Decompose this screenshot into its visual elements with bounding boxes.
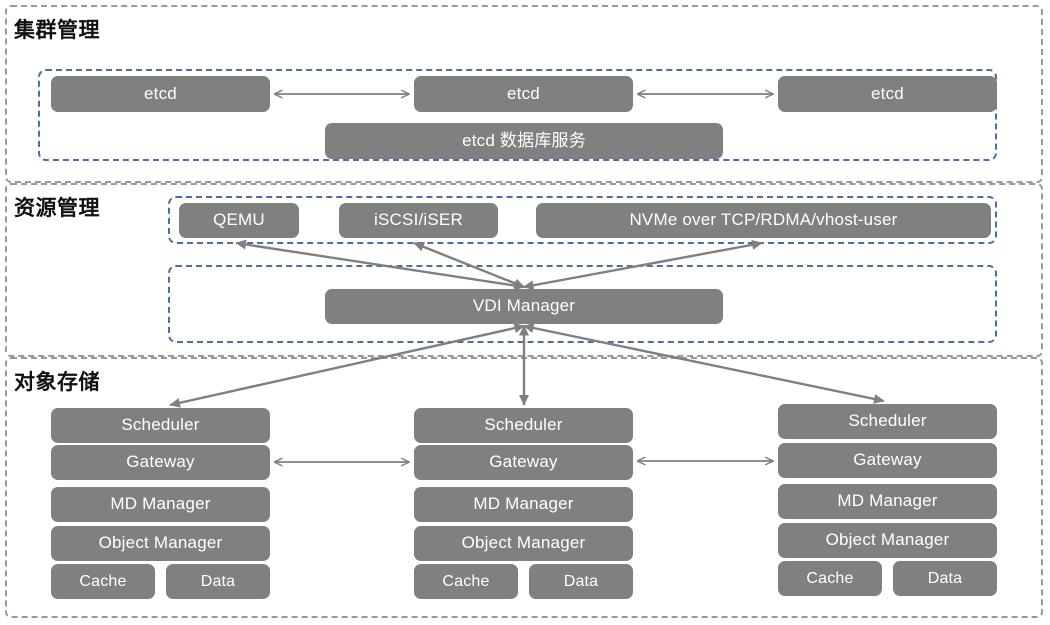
section-cluster-management [5, 5, 1043, 183]
section-title-object-storage: 对象存储 [14, 371, 100, 394]
node-column-1-cache[interactable]: Cache [51, 564, 155, 599]
node-column-2-scheduler[interactable]: Scheduler [414, 408, 633, 443]
node-etcd-1[interactable]: etcd [51, 76, 270, 112]
node-etcd-2[interactable]: etcd [414, 76, 633, 112]
group-etcd-cluster [38, 69, 997, 161]
node-column-1-object-manager[interactable]: Object Manager [51, 526, 270, 561]
node-column-2-data[interactable]: Data [529, 564, 633, 599]
section-title-resource-management: 资源管理 [14, 197, 100, 220]
node-column-3-gateway[interactable]: Gateway [778, 443, 997, 478]
node-iscsi-iser[interactable]: iSCSI/iSER [339, 203, 498, 238]
node-column-3-scheduler[interactable]: Scheduler [778, 404, 997, 439]
node-vdi-manager[interactable]: VDI Manager [325, 289, 723, 324]
node-column-1-md-manager[interactable]: MD Manager [51, 487, 270, 522]
node-etcd-db-service[interactable]: etcd 数据库服务 [325, 123, 723, 159]
node-column-3-md-manager[interactable]: MD Manager [778, 484, 997, 519]
node-column-1-data[interactable]: Data [166, 564, 270, 599]
node-column-2-object-manager[interactable]: Object Manager [414, 526, 633, 561]
node-nvme[interactable]: NVMe over TCP/RDMA/vhost-user [536, 203, 991, 238]
node-column-3-cache[interactable]: Cache [778, 561, 882, 596]
node-qemu[interactable]: QEMU [179, 203, 299, 238]
node-column-2-gateway[interactable]: Gateway [414, 445, 633, 480]
node-etcd-3[interactable]: etcd [778, 76, 997, 112]
section-title-cluster-management: 集群管理 [14, 19, 100, 42]
node-column-1-scheduler[interactable]: Scheduler [51, 408, 270, 443]
node-column-1-gateway[interactable]: Gateway [51, 445, 270, 480]
node-column-2-cache[interactable]: Cache [414, 564, 518, 599]
node-column-2-md-manager[interactable]: MD Manager [414, 487, 633, 522]
node-column-3-data[interactable]: Data [893, 561, 997, 596]
node-column-3-object-manager[interactable]: Object Manager [778, 523, 997, 558]
